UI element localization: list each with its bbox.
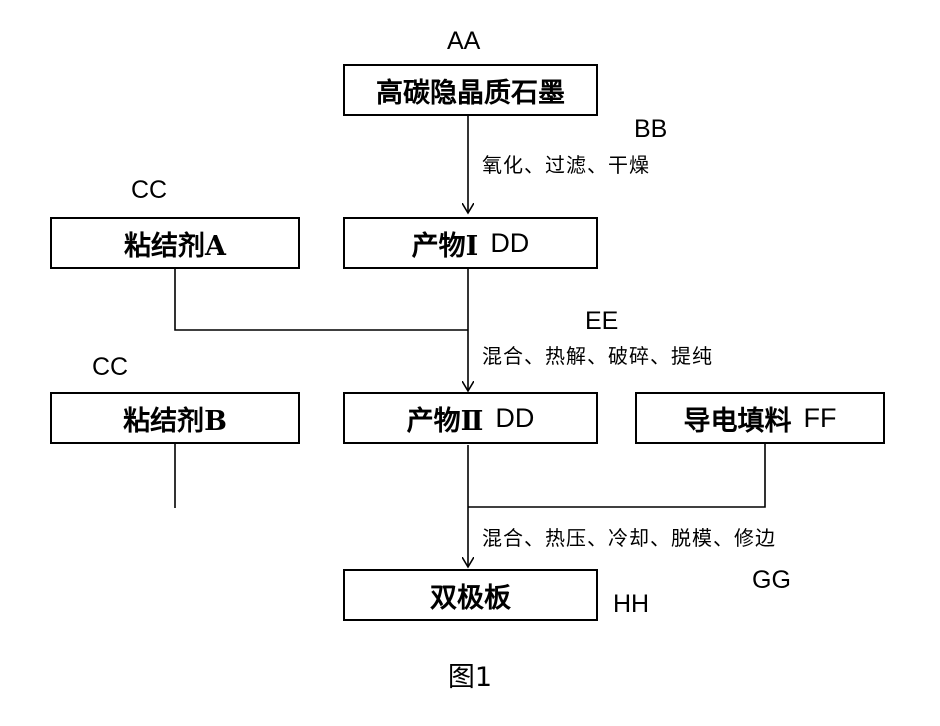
box-product1-tag: DD	[490, 228, 529, 259]
box-product1: 产物Ⅰ DD	[343, 217, 598, 269]
box-bipolar-plate-label: 双极板	[430, 576, 511, 615]
step-oxidation: 氧化、过滤、干燥	[482, 155, 650, 175]
label-bb: BB	[634, 117, 667, 142]
box-product2: 产物Ⅱ DD	[343, 392, 598, 444]
label-cc-1: CC	[131, 178, 167, 203]
box-filler: 导电填料 FF	[635, 392, 885, 444]
label-hh: HH	[613, 592, 649, 617]
box-product1-label: 产物Ⅰ	[412, 224, 479, 263]
box-binder-a: 粘结剂A	[50, 217, 300, 269]
box-bipolar-plate: 双极板	[343, 569, 598, 621]
box-filler-tag: FF	[804, 403, 837, 434]
line-binder-a-merge	[175, 268, 468, 330]
box-binder-a-label: 粘结剂A	[124, 224, 226, 263]
step-pyrolysis: 混合、热解、破碎、提纯	[482, 346, 713, 366]
box-graphite: 高碳隐晶质石墨	[343, 64, 598, 116]
box-product2-label: 产物Ⅱ	[407, 399, 484, 438]
label-ee: EE	[585, 309, 618, 334]
label-aa: AA	[447, 29, 480, 54]
label-gg: GG	[752, 568, 791, 593]
figure-caption: 图1	[0, 655, 940, 694]
line-filler-merge	[468, 442, 765, 507]
box-product2-tag: DD	[495, 403, 534, 434]
label-cc-2: CC	[92, 355, 128, 380]
box-graphite-label: 高碳隐晶质石墨	[376, 71, 565, 110]
step-hot-pressing: 混合、热压、冷却、脱模、修边	[482, 528, 776, 548]
box-binder-b: 粘结剂B	[50, 392, 300, 444]
box-filler-label: 导电填料	[684, 399, 792, 438]
box-binder-b-label: 粘结剂B	[123, 399, 227, 438]
